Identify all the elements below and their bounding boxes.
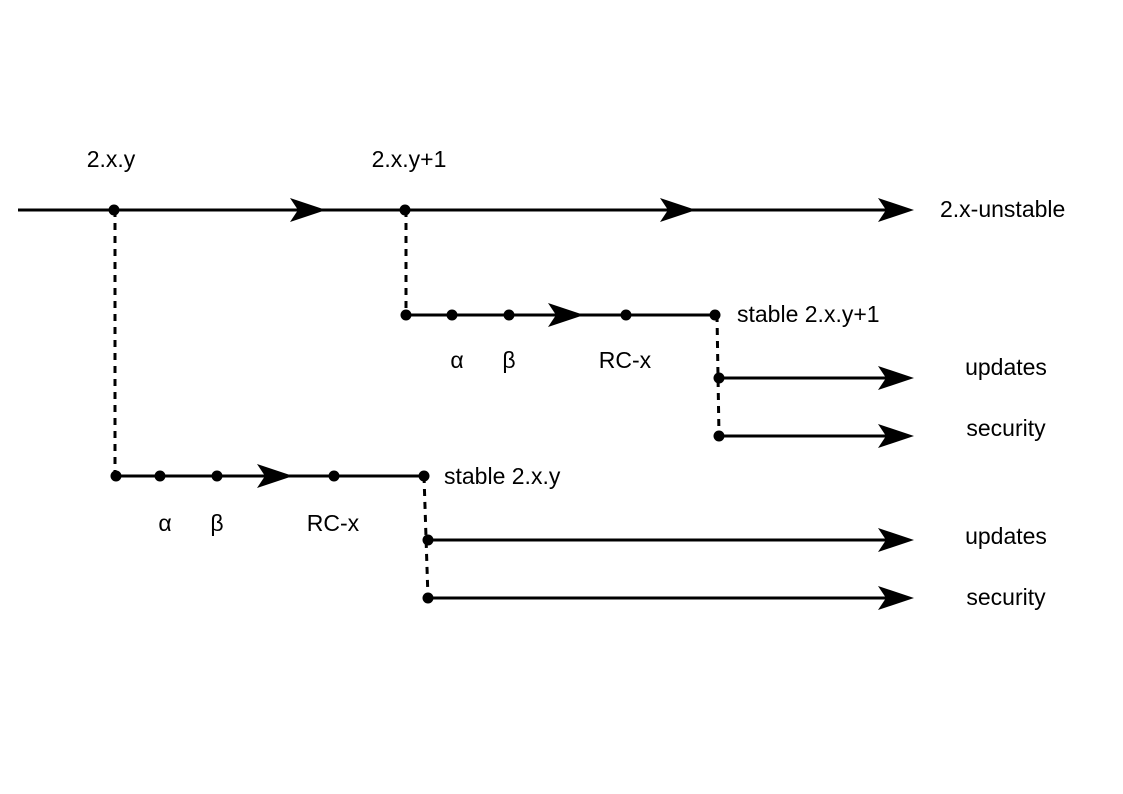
- lower-updates-end-arrow: [878, 528, 914, 552]
- lower-alpha-label: α: [158, 510, 172, 536]
- upper-beta-dot: [503, 309, 515, 321]
- lower-rc-label: RC-x: [306, 510, 360, 536]
- upper-security-end-arrow: [878, 424, 914, 448]
- lower-branch-start-dot: [110, 470, 122, 482]
- trunk-end-arrow: [878, 198, 914, 222]
- upper-branch-mid-arrow: [548, 303, 584, 327]
- upper-security-dot: [713, 430, 725, 442]
- trunk-mid-arrow-1: [290, 198, 326, 222]
- lower-beta-dot: [211, 470, 223, 482]
- upper-updates-dot: [713, 372, 725, 384]
- lower-security-end-arrow: [878, 586, 914, 610]
- release-2xy-dot: [108, 204, 120, 216]
- lower-security-label: security: [966, 584, 1046, 610]
- trunk-mid-arrow-2: [660, 198, 696, 222]
- lower-rc-dot: [328, 470, 340, 482]
- lower-updates-dot: [422, 534, 434, 546]
- release-2xy1-label: 2.x.y+1: [371, 146, 447, 172]
- upper-updates-end-arrow: [878, 366, 914, 390]
- lower-stable-dot: [418, 470, 430, 482]
- upper-branch-start-dot: [400, 309, 412, 321]
- upper-beta-label: β: [502, 347, 516, 373]
- upper-stable-dot: [709, 309, 721, 321]
- lower-stable-label: stable 2.x.y: [444, 463, 561, 489]
- upper-alpha-dot: [446, 309, 458, 321]
- upper-security-label: security: [966, 415, 1046, 441]
- lower-security-dot: [422, 592, 434, 604]
- lower-updates-label: updates: [965, 523, 1047, 549]
- unstable-branch-label: 2.x-unstable: [940, 196, 1066, 222]
- lower-alpha-dot: [154, 470, 166, 482]
- upper-stable-label: stable 2.x.y+1: [737, 301, 880, 327]
- lower-branch-mid-arrow: [257, 464, 293, 488]
- upper-rc-dot: [620, 309, 632, 321]
- lower-beta-label: β: [210, 510, 224, 536]
- upper-updates-label: updates: [965, 354, 1047, 380]
- upper-rc-label: RC-x: [598, 347, 652, 373]
- release-2xy1-dot: [399, 204, 411, 216]
- release-2xy-label: 2.x.y: [86, 146, 136, 172]
- upper-alpha-label: α: [450, 347, 464, 373]
